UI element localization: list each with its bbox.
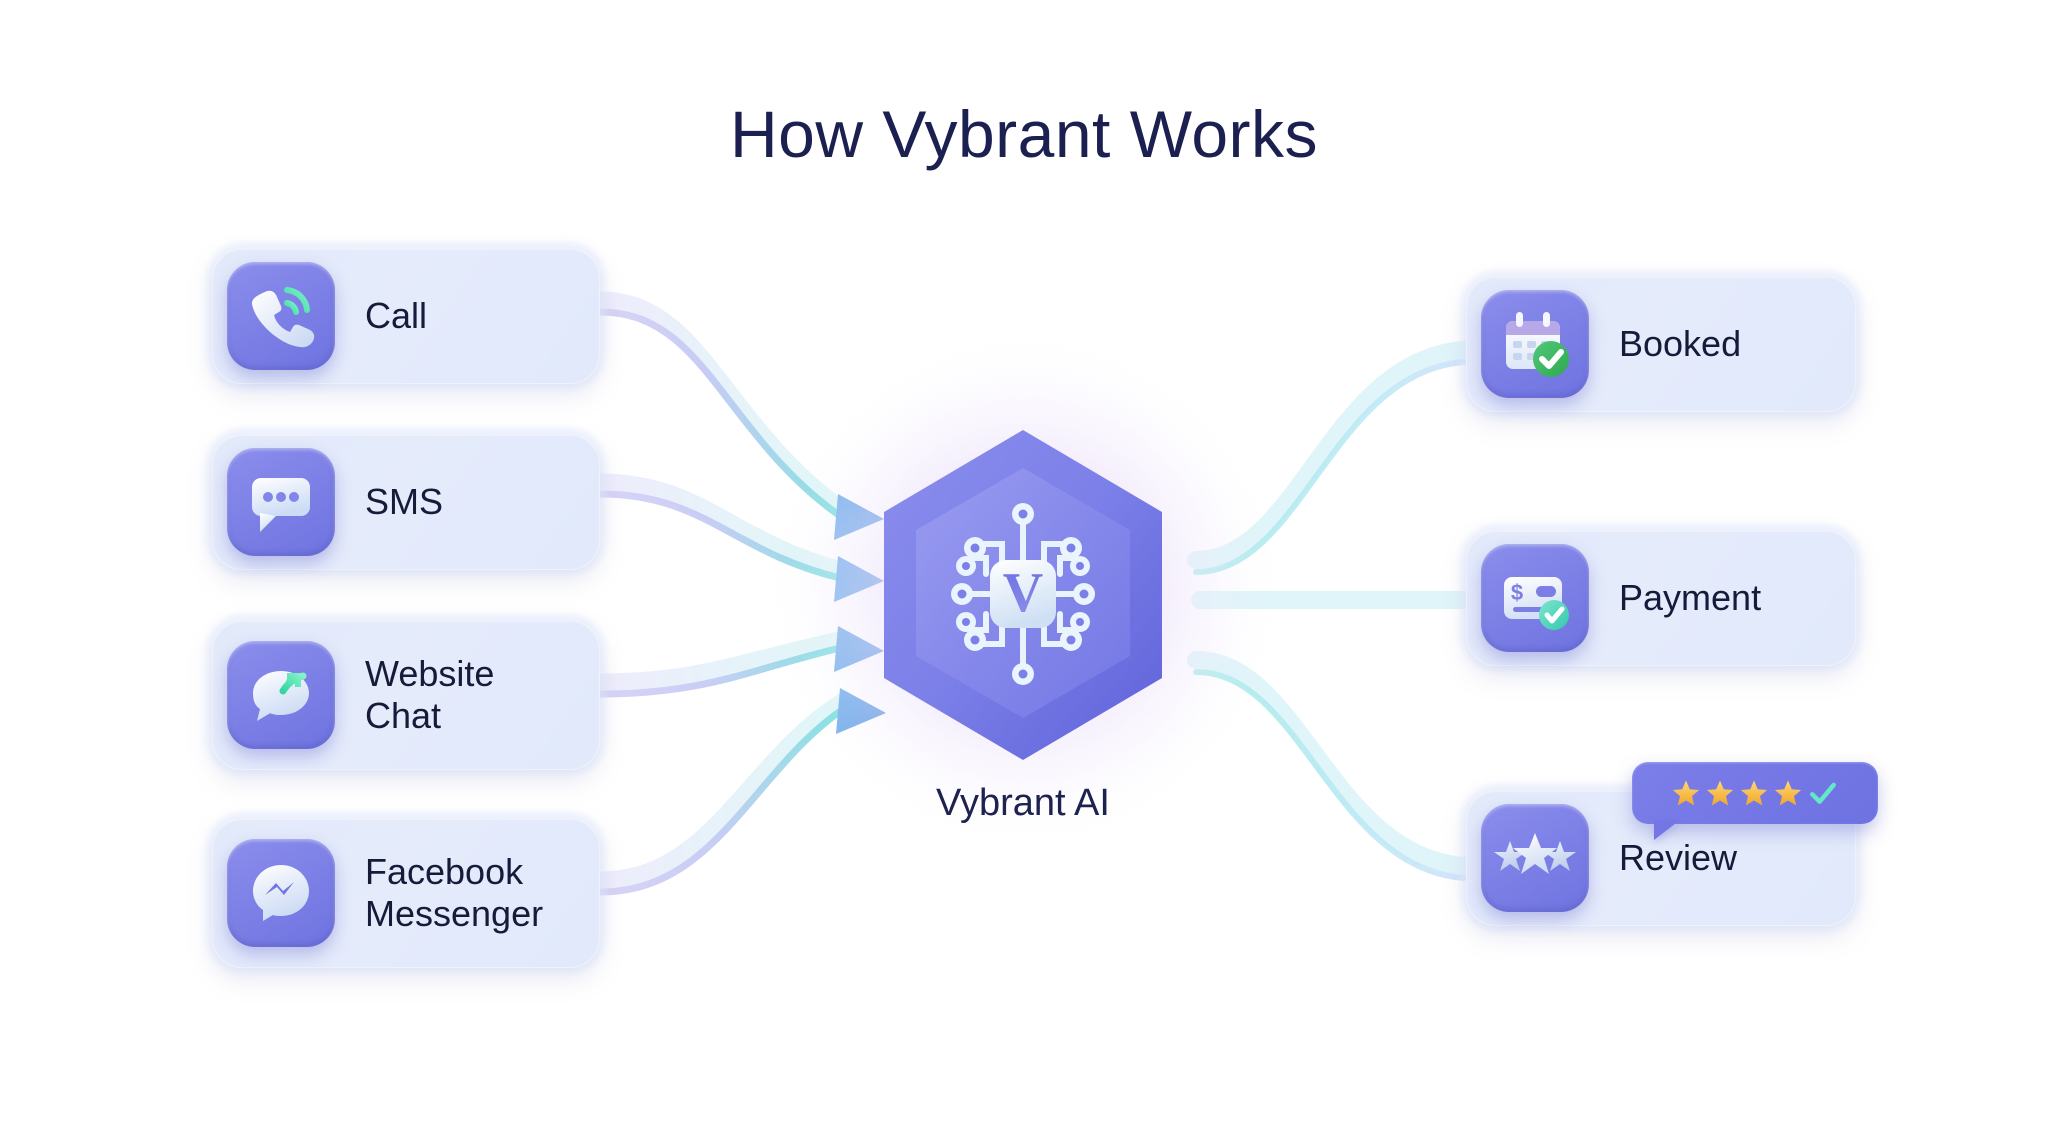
output-card-payment[interactable]: $ Payment [1466,530,1856,666]
input-card-label: Call [365,294,428,336]
gold-star-icon [1774,780,1802,806]
green-check-badge [1533,341,1569,377]
payment-tile: $ [1481,544,1589,652]
teal-check-icon [1810,782,1836,804]
gold-star-icon [1740,780,1768,806]
center-badge-letter: V [1003,562,1043,624]
star-rating-popup[interactable] [1632,762,1878,840]
center-node-vybrant-ai[interactable]: V Vybrant AI [862,424,1184,824]
call-tile [227,262,335,370]
website-chat-tile [227,641,335,749]
gold-star-icon [1706,780,1734,806]
center-node-label: Vybrant AI [936,782,1110,824]
input-card-website-chat[interactable]: Website Chat [212,620,600,770]
calendar-check-icon [1506,312,1569,377]
input-card-facebook-messenger[interactable]: Facebook Messenger [212,818,600,968]
booked-tile [1481,290,1589,398]
input-card-call[interactable]: Call [212,248,600,384]
popup-tail [1654,820,1680,840]
page-title: How Vybrant Works [730,97,1318,171]
input-card-label: SMS [365,480,444,522]
output-card-label: Payment [1619,576,1762,618]
ai-chip-nodes [951,503,1095,685]
ai-chip-body [990,560,1056,628]
facebook-messenger-tile [227,839,335,947]
gold-star-icon [1672,780,1700,806]
output-card-label: Booked [1619,322,1742,364]
sms-tile [227,448,335,556]
input-card-label: Website Chat [365,652,495,736]
sms-chat-bubble-icon [252,478,310,532]
website-chat-bubble-icon [253,671,309,721]
input-card-label: Facebook Messenger [365,850,544,934]
output-card-booked[interactable]: Booked [1466,276,1856,412]
input-card-sms[interactable]: SMS [212,434,600,570]
credit-card-icon: $ [1504,577,1569,630]
review-tile [1481,804,1589,912]
svg-text:$: $ [1511,580,1523,605]
phone-call-icon [251,287,315,348]
output-card-label: Review [1619,836,1738,878]
facebook-messenger-icon [253,865,309,921]
three-stars-icon [1494,833,1576,874]
